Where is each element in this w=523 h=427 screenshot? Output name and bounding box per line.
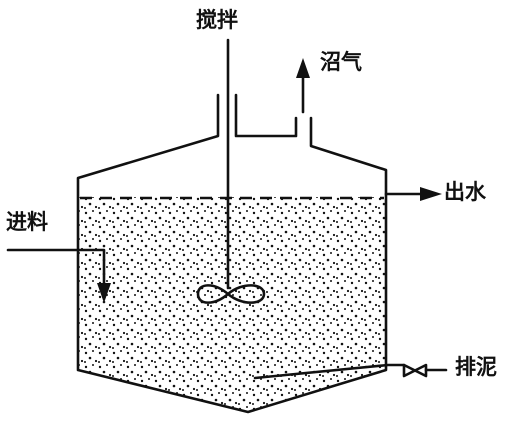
outflow-label: 出水 — [444, 180, 486, 204]
stirrer-impeller — [196, 284, 266, 304]
feed-label: 进料 — [6, 210, 48, 234]
feed-pipe — [6, 248, 106, 287]
tank-outline — [76, 93, 388, 414]
sludge-valve-icon — [402, 363, 428, 378]
sludge-discharge-label: 排泥 — [455, 355, 497, 379]
tank-contents — [78, 197, 386, 412]
sludge-discharge-pipe — [253, 363, 406, 380]
biogas-label: 沼气 — [320, 50, 362, 74]
outflow-arrowhead — [420, 187, 442, 201]
feed-arrowhead — [97, 283, 111, 303]
biogas-arrowhead — [296, 58, 310, 78]
stirring-label: 搅拌 — [196, 8, 238, 32]
